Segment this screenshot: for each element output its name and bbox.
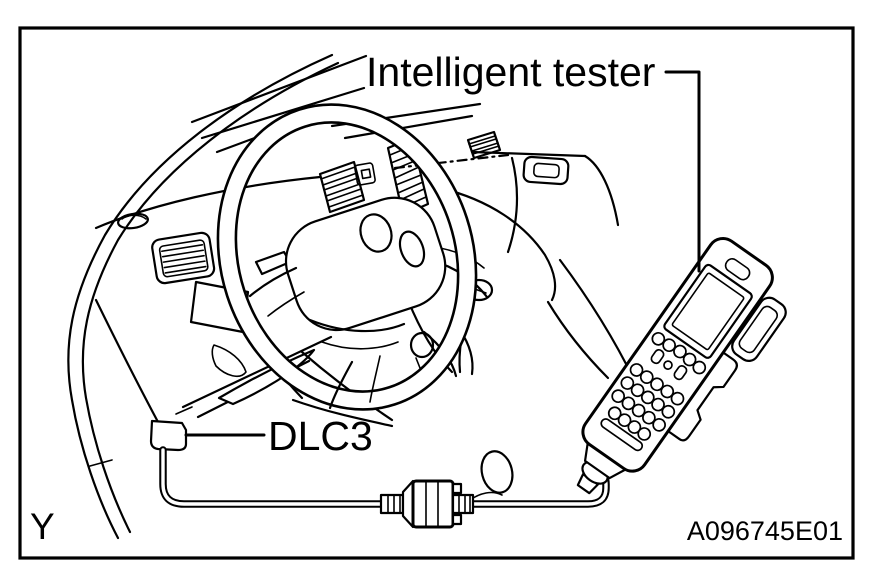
tester-side-pod [731,296,787,362]
view-marker-label: Y [30,506,55,547]
pocket [211,344,247,378]
car-interior-illustration [67,53,642,540]
defroster-vent [117,212,149,230]
figure-code-label: A096745E01 [687,516,843,546]
airbag-pad [284,196,447,332]
shift-knob [480,450,514,494]
horn-button-left [359,213,393,253]
tester-keypad [600,348,688,452]
tester-side-strap [667,351,738,442]
steering-wheel-rim [216,103,478,411]
intelligent-tester-leader-line [664,70,701,273]
steering-column [254,250,514,501]
intelligent-tester-device [576,236,787,495]
cable-adapter [379,479,475,529]
steering-wheel [216,103,478,411]
a-pillar [67,53,340,540]
door-handle [522,155,570,186]
tester-softkeys [651,331,707,375]
dlc3-connector [149,419,188,452]
dashboard [94,150,587,424]
side-vent [151,231,216,285]
dlc3-label: DLC3 [268,413,373,459]
intelligent-tester-label: Intelligent tester [366,49,655,95]
key-cylinder [409,331,435,359]
diagnostic-cable [159,446,610,529]
horn-button-right [398,230,426,268]
figure-frame [18,26,855,560]
